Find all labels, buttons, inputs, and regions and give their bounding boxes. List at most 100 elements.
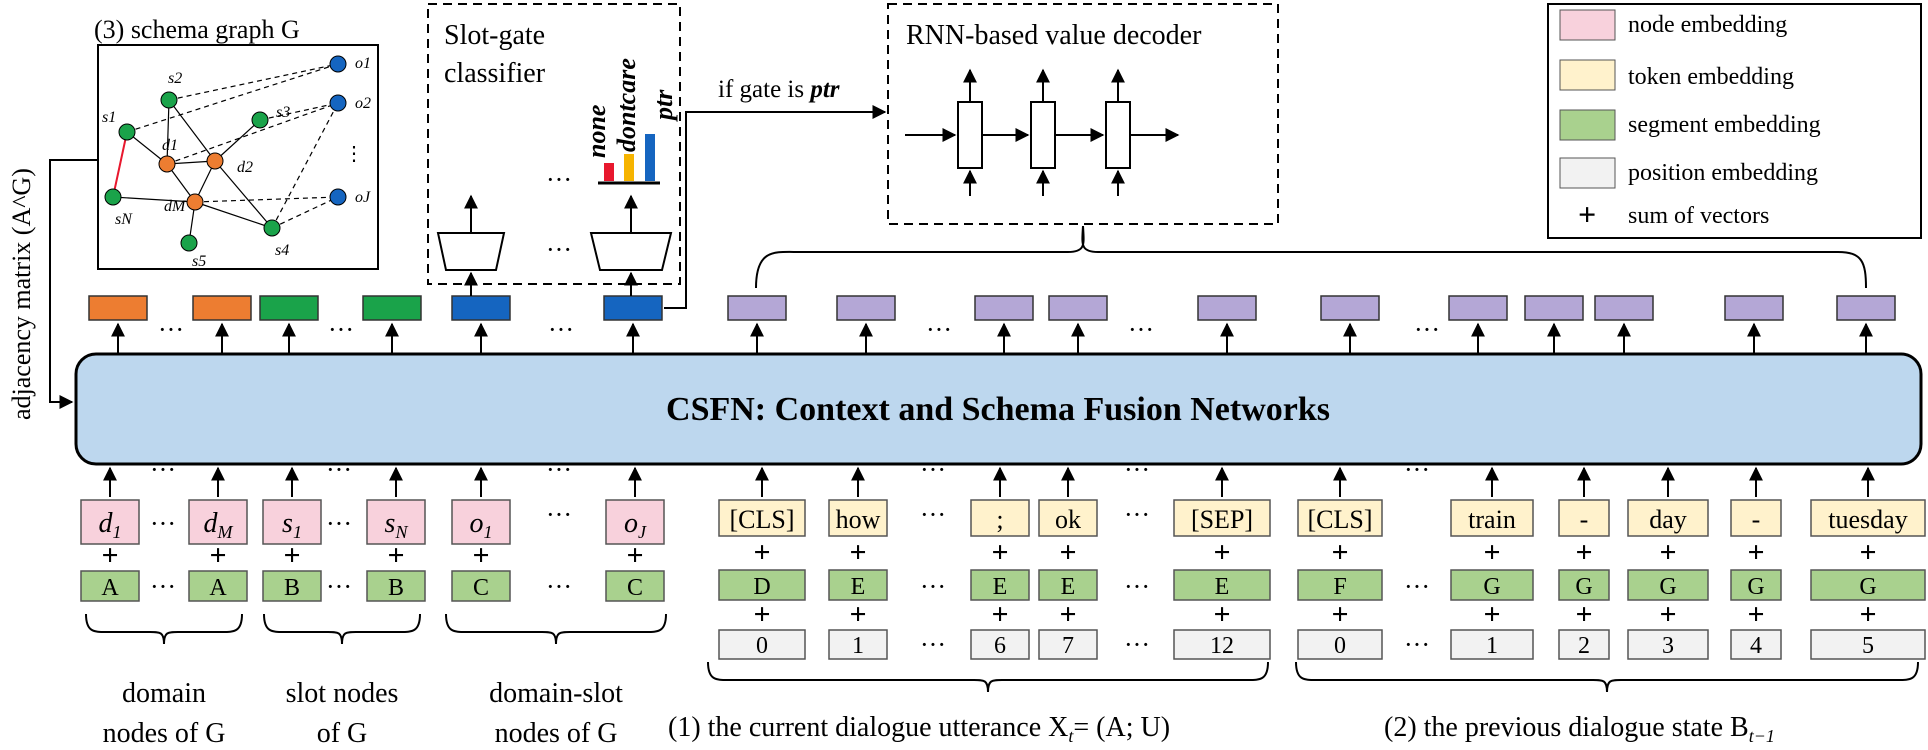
token-embedding [970,499,1030,537]
domain-output-embedding [88,295,148,321]
utterance-label-subscript: t [1068,726,1074,746]
input-ellipsis: ··· [920,455,946,484]
position-label: 0 [1334,633,1346,659]
slot-last-node-subscript: N [394,522,408,542]
state-label-prefix: (2) the previous dialogue state B [1384,712,1749,743]
position-label: 2 [1578,633,1590,659]
domainslot-first-node-symbol: o [470,508,484,539]
bar-none [604,163,614,181]
segment-label: E [1215,574,1230,600]
domainslot-last-segment-embedding [605,570,665,602]
plus-sign: + [1659,536,1676,569]
segment-embedding [1730,569,1782,601]
position-embedding [718,629,806,660]
token-output-embedding [1448,295,1508,321]
domainslot-last-node-label: oJ [624,508,647,542]
plus-sign: + [283,539,300,572]
plus-sign: + [849,598,866,631]
segment-label: E [1061,574,1076,600]
plus-sign: + [753,598,770,631]
domainslot-output-embedding [603,295,663,321]
plus-sign: + [209,539,226,572]
slot-nodes-brace [263,613,421,645]
gate-condition-label: if gate is ptr [718,76,840,103]
slot-output-embedding [362,295,422,321]
position-label: 1 [852,633,864,659]
position-label: 6 [994,633,1006,659]
position-embedding [1730,629,1782,660]
plus-sign: + [1859,598,1876,631]
token-embedding [1627,499,1709,537]
position-label: 4 [1750,633,1762,659]
input-ellipsis: ··· [1124,630,1150,659]
segment-embedding [1038,569,1098,601]
slot-first-node-symbol: s [282,508,293,539]
slot-last-node-label: sN [385,508,409,542]
slot-first-segment-label: B [284,575,300,601]
domainslot-first-segment-embedding [451,570,511,602]
utterance-label: (1) the current dialogue utterance Xt= (… [668,712,1170,746]
decoder-cell-3 [1105,101,1131,169]
state-brace [1295,661,1919,693]
edge [112,196,196,203]
token-label: - [1580,505,1589,534]
slot-output-embedding [259,295,319,321]
domain-last-segment-label: A [209,575,227,601]
graph-node-o1 [329,55,347,73]
graph-label-s1: s1 [102,109,116,126]
segment-embedding [1297,569,1383,601]
slot-gate-classifier: Slot-gate classifier none dontcare ptr ·… [427,3,681,285]
slot-last-segment-embedding [366,570,426,602]
slot-nodes-label-line1: slot nodes [286,678,399,709]
graph-node-dM [186,193,204,211]
input-ellipsis: ··· [1404,630,1430,659]
position-embedding [1173,629,1271,660]
domain-first-node-symbol: d [99,508,114,539]
position-embedding [1297,629,1383,660]
token-label: [CLS] [730,505,795,534]
adjacency-connector [49,159,98,409]
token-label: [SEP] [1191,505,1253,534]
schema-graph-title: (3) schema graph G [94,15,300,44]
slot-first-node-subscript: 1 [293,522,302,542]
domain-nodes-brace [85,613,243,645]
graph-node-s1 [118,123,136,141]
group-braces [85,613,1919,693]
plus-sign: + [1659,598,1676,631]
graph-label-s4: s4 [275,242,289,259]
position-embedding [970,629,1030,660]
token-label: train [1468,505,1516,534]
token-embedding [1810,499,1926,537]
decoder-cell-2 [1030,101,1056,169]
domainslot-last-node-embedding [605,499,665,545]
legend-swatch-token [1559,59,1616,91]
segment-embedding [1173,569,1271,601]
legend-token-embedding: token embedding [1628,64,1794,90]
graph-vdots: ⋮ [344,143,364,165]
dashed-edge [271,102,339,229]
input-ellipsis: ··· [546,572,572,601]
segment-label: F [1333,574,1346,600]
segment-embedding [1627,569,1709,601]
dashed-edge [271,196,339,229]
segment-label: E [993,574,1008,600]
plus-sign: + [1747,598,1764,631]
token-label: how [836,505,881,534]
decoder-cell-1 [957,101,983,169]
token-embedding [1450,499,1534,537]
plus-sign: + [387,539,404,572]
legend-swatch-position [1559,157,1616,189]
slot-last-node-embedding [366,499,426,545]
domainslot-nodes-label-line1: domain-slot [489,678,623,709]
legend: node embedding token embedding segment e… [1547,3,1922,239]
label-ptr: ptr [649,89,678,122]
plus-sign: + [1483,536,1500,569]
slot-gate-ellipsis-top: ··· [546,165,572,194]
output-ellipsis: ··· [548,315,574,344]
domainslot-first-segment-label: C [473,575,489,601]
slot-gate-box [427,3,681,285]
domain-first-node-subscript: 1 [113,522,122,542]
token-output-embedding [1836,295,1896,321]
